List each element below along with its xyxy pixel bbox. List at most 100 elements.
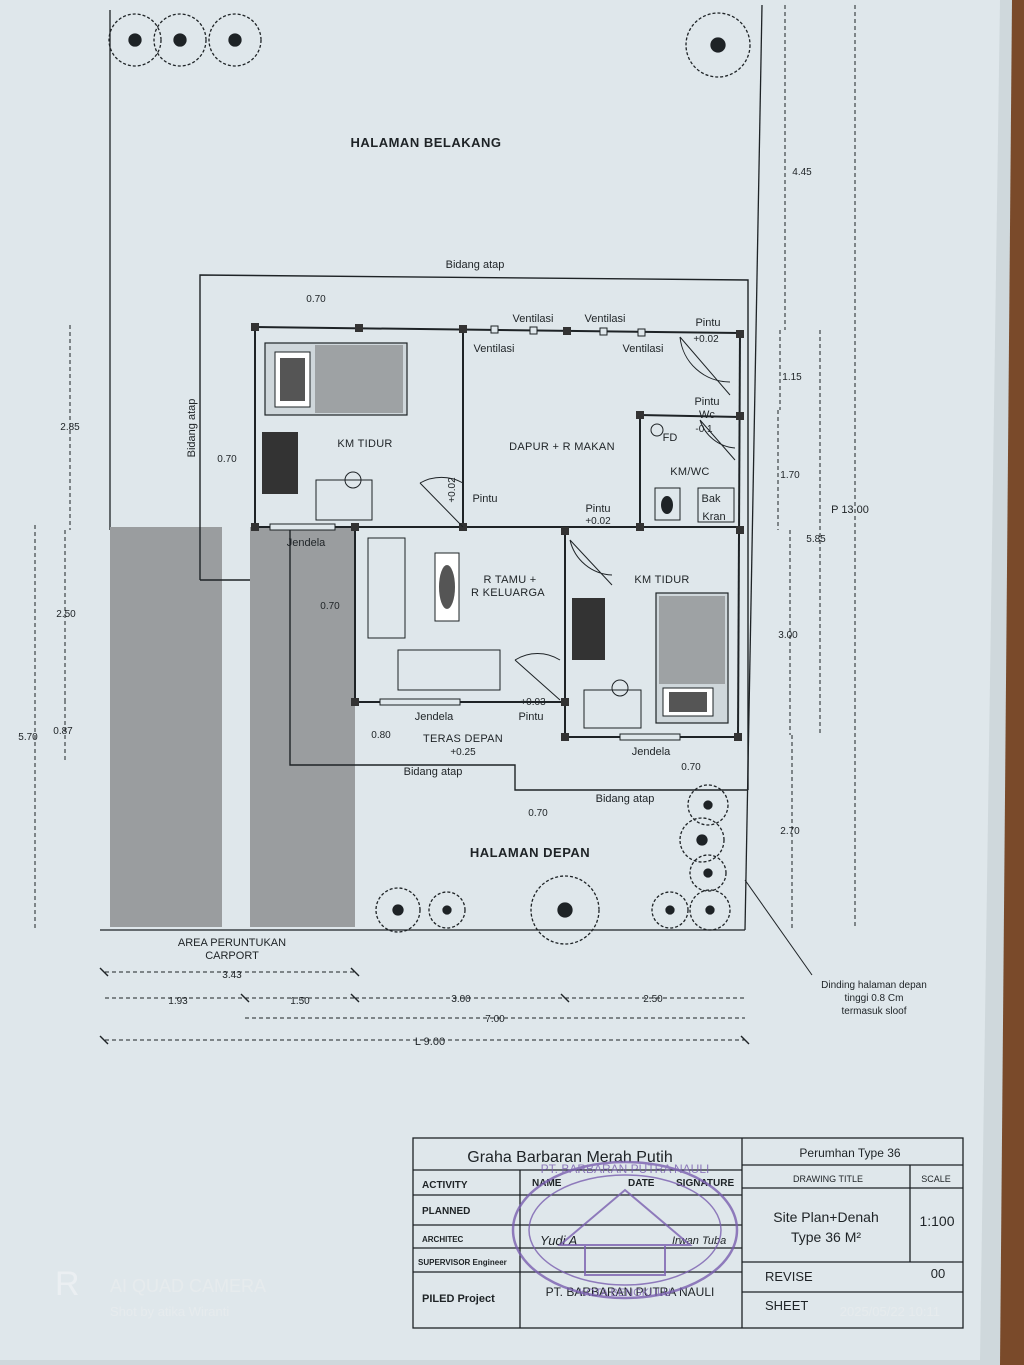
camera-timestamp: 2025/05/22 10:11 <box>840 1304 940 1319</box>
tree-icon <box>689 854 727 892</box>
rug-pattern <box>439 565 455 609</box>
label-pintu-wc-2: Wc <box>699 409 715 421</box>
label-pintu-bed2: Pintu <box>585 503 610 515</box>
label-pintu-back: Pintu <box>695 317 720 329</box>
tb-drawing-title-2: Type 36 M² <box>791 1229 861 1245</box>
dim-3-00-bottom: 3.00 <box>451 994 471 1005</box>
label-bidang-atap-top: Bidang atap <box>446 259 505 271</box>
type-label: Perumhan Type 36 <box>799 1146 901 1160</box>
tree-icon <box>689 889 731 931</box>
room-km-tidur-2: KM TIDUR <box>634 574 689 586</box>
desk-bedroom-1 <box>315 479 373 521</box>
tb-drawing-title-hdr: DRAWING TITLE <box>793 1174 863 1184</box>
label-dinding-2: tinggi 0.8 Cm <box>845 993 904 1004</box>
camera-brand: AI QUAD CAMERA <box>110 1276 266 1296</box>
label-pintu-wc-lvl: -0.1 <box>695 424 713 435</box>
tb-scale-hdr: SCALE <box>921 1174 951 1184</box>
label-bak: Bak <box>702 493 721 505</box>
label-pintu-bed1-lvl: +0.02 <box>447 477 458 503</box>
dim-3-43: 3.43 <box>222 970 242 981</box>
camera-watermark: R AI QUAD CAMERA Shot by atika Wiranti 2… <box>55 1265 940 1319</box>
tb-revise-val: 00 <box>931 1266 945 1281</box>
bed-bedroom-1 <box>264 342 408 416</box>
dim-p-13-00: P 13.00 <box>831 504 869 516</box>
carport-label-2: CARPORT <box>205 950 259 962</box>
label-pintu-bed2-lvl: +0.02 <box>585 516 611 527</box>
label-ventilasi-2: Ventilasi <box>585 313 626 325</box>
label-pintu-back-lvl: +0.02 <box>693 334 719 345</box>
label-fd: FD <box>663 432 678 444</box>
dim-l-9-00: L 9.00 <box>415 1036 445 1048</box>
room-r-tamu: R TAMU + <box>483 574 536 586</box>
tree-icon <box>208 13 262 67</box>
dinding-leader-line <box>744 879 813 976</box>
room-teras: TERAS DEPAN <box>423 733 503 745</box>
carport-area-left <box>110 527 222 927</box>
tree-icon <box>687 784 729 826</box>
tb-architec: ARCHITEC <box>422 1235 464 1244</box>
dim-2-70: 2.70 <box>780 826 800 837</box>
stamp-top-text: PT. BARBARAN PUTRA NAULI <box>541 1162 710 1176</box>
tb-supervisor: SUPERVISOR Engineer <box>418 1258 507 1267</box>
tree-icon <box>530 875 600 945</box>
dimension-lines <box>34 5 856 1041</box>
floor-drain-icon <box>650 423 664 437</box>
door-swings <box>419 336 736 701</box>
dim-5-70: 5.70 <box>18 732 38 743</box>
chair-bedroom-2 <box>611 679 629 697</box>
dim-0-87: 0.87 <box>53 726 73 737</box>
roof-outline <box>199 274 749 791</box>
tree-icon <box>108 13 162 67</box>
label-dinding-3: termasuk sloof <box>841 1006 906 1017</box>
chair-bedroom-1 <box>344 471 362 489</box>
wardrobe-bedroom-1 <box>262 432 298 494</box>
label-ventilasi-1: Ventilasi <box>513 313 554 325</box>
dim-0-80: 0.80 <box>371 730 391 741</box>
label-pintu-bed1: Pintu <box>472 493 497 505</box>
tree-icon <box>375 887 421 933</box>
label-dinding-1: Dinding halaman depan <box>821 980 927 991</box>
label-kran: Kran <box>702 511 725 523</box>
tb-scale: 1:100 <box>919 1213 954 1229</box>
dim-0-70-right: 0.70 <box>681 762 701 773</box>
camera-shot-by: Shot by atika Wiranti <box>110 1304 229 1319</box>
tb-drawing-title-1: Site Plan+Denah <box>773 1209 878 1225</box>
dim-1-70: 1.70 <box>780 470 800 481</box>
label-pintu-front-lvl: +0.03 <box>520 697 546 708</box>
tb-piled: PILED Project <box>422 1293 495 1305</box>
carport-label-1: AREA PERUNTUKAN <box>178 937 286 949</box>
bak-kran <box>697 487 735 523</box>
dim-3-00-right: 3.00 <box>778 630 798 641</box>
wardrobe-bedroom-2 <box>572 598 605 660</box>
label-ventilasi-3: Ventilasi <box>474 343 515 355</box>
dim-1-93: 1.93 <box>168 996 188 1007</box>
label-jendela-1: Jendela <box>287 537 326 549</box>
bed-bedroom-2 <box>655 592 729 724</box>
dim-1-15: 1.15 <box>782 372 802 383</box>
label-ventilasi-4: Ventilasi <box>623 343 664 355</box>
tb-name: NAME <box>532 1178 562 1189</box>
camera-logo-icon: R <box>55 1265 80 1303</box>
windows <box>269 523 681 741</box>
dim-2-50-bottom: 2.50 <box>643 994 663 1005</box>
dim-4-45: 4.45 <box>792 167 812 178</box>
dim-2-85: 2.85 <box>60 422 80 433</box>
sofa-living-bottom <box>397 649 501 691</box>
label-bidang-atap-teras: Bidang atap <box>404 766 463 778</box>
dim-7-00: 7.00 <box>485 1014 505 1025</box>
tb-planned: PLANNED <box>422 1206 470 1217</box>
sofa-living-left <box>367 537 406 639</box>
tree-icon <box>153 13 207 67</box>
dim-5-85: 5.85 <box>806 534 826 545</box>
dim-2-50: 2.50 <box>56 609 76 620</box>
label-pintu-front: Pintu <box>518 711 543 723</box>
dim-0-70-teras: 0.70 <box>528 808 548 819</box>
tb-date: DATE <box>628 1178 655 1189</box>
toilet-fixture <box>654 487 681 521</box>
label-jendela-3: Jendela <box>632 746 671 758</box>
label-jendela-2: Jendela <box>415 711 454 723</box>
room-dapur: DAPUR + R MAKAN <box>509 441 615 453</box>
dim-0-70-mid: 0.70 <box>320 601 340 612</box>
toilet-bowl <box>661 496 673 514</box>
